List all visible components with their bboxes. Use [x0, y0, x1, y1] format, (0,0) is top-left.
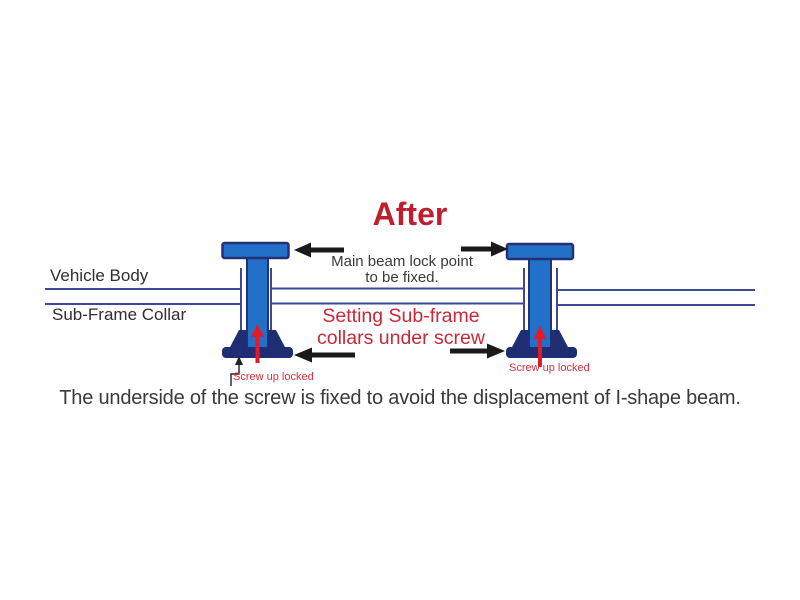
vehicle-body-label: Vehicle Body — [50, 266, 149, 285]
screw-note-leader-arrow-icon — [230, 356, 243, 386]
screw-up-arrow-right-icon — [533, 326, 547, 367]
panel-lines — [45, 268, 755, 347]
sub-frame-collar-label: Sub-Frame Collar — [52, 305, 187, 324]
screw-up-arrow-left-icon — [251, 324, 264, 363]
main-beam-note-line1: Main beam lock point — [331, 253, 473, 270]
collar-flange — [268, 330, 286, 349]
setting-collars-note-line1: Setting Sub-frame — [322, 305, 480, 327]
screw-up-locked-label-left: Screw up locked — [233, 371, 314, 383]
annotation-arrows — [294, 241, 508, 363]
collar-flange — [551, 330, 569, 349]
collar-arrow-left-icon — [294, 347, 355, 363]
main-beam-arrow-left-icon — [294, 242, 344, 258]
i-beam-left — [221, 241, 293, 363]
beam-cap — [505, 242, 575, 261]
bottom-caption: The underside of the screw is fixed to a… — [59, 387, 741, 409]
setting-collars-note: Setting Sub-frame collars under screw — [306, 305, 496, 349]
setting-collars-note-line2: collars under screw — [317, 327, 485, 349]
collar-arrow-right-icon — [450, 343, 505, 359]
beam-cap — [221, 241, 290, 260]
collar-flange — [511, 330, 529, 349]
screw-up-locked-label-right: Screw up locked — [509, 362, 590, 374]
diagram-title: After — [372, 196, 448, 232]
main-beam-arrow-right-icon — [461, 241, 508, 257]
i-beam-right — [505, 242, 577, 367]
collar-flange — [229, 330, 247, 349]
main-beam-note-line2: to be fixed. — [365, 269, 439, 286]
main-beam-note: Main beam lock point to be fixed. — [322, 254, 482, 286]
